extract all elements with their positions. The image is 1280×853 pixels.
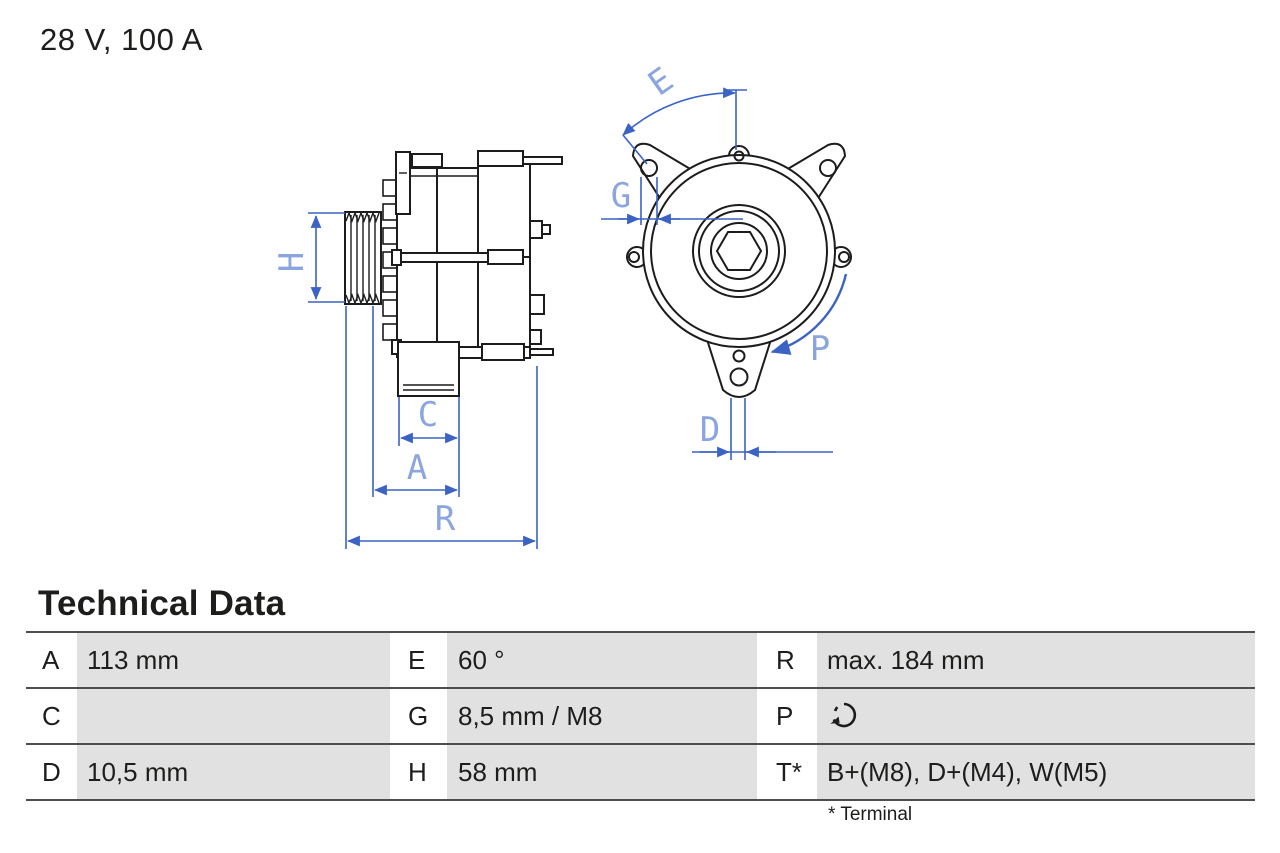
rear-stud-lower	[529, 294, 545, 315]
voltage-current-rating: 28 V, 100 A	[40, 22, 203, 57]
cell-value-R: max. 184 mm	[817, 631, 1255, 687]
rear-stud-upper	[529, 220, 543, 239]
cell-value-A: 113 mm	[77, 631, 390, 687]
shaft-hub	[692, 204, 786, 298]
dim-label-D: D	[700, 410, 720, 450]
rotation-direction-icon	[827, 698, 861, 734]
pulley-grooves-bottom	[345, 293, 380, 305]
pulley-grooves-top	[345, 211, 380, 223]
dim-label-A: A	[407, 448, 427, 488]
cell-label-C: C	[26, 687, 77, 743]
cell-label-A: A	[26, 631, 77, 687]
alternator-technical-drawing: H C A R E G D P	[272, 60, 852, 549]
dim-label-P: P	[810, 329, 830, 369]
side-view-alternator	[344, 150, 563, 397]
cell-value-E: 60 °	[447, 631, 757, 687]
technical-data-title: Technical Data	[38, 584, 286, 623]
cell-value-T: B+(M8), D+(M4), W(M5)	[817, 743, 1255, 799]
dim-label-C: C	[418, 395, 438, 435]
front-view-alternator	[626, 142, 852, 398]
dim-label-E: E	[641, 60, 681, 105]
cell-value-C	[77, 687, 390, 743]
fan-ribs	[382, 179, 398, 341]
cell-label-G: G	[390, 687, 447, 743]
dim-arc-E	[622, 87, 736, 136]
cell-label-H: H	[390, 743, 447, 799]
terminal-block	[395, 151, 411, 215]
cell-value-H: 58 mm	[447, 743, 757, 799]
cell-value-G: 8,5 mm / M8	[447, 687, 757, 743]
dim-label-G: G	[611, 176, 631, 216]
cell-label-P: P	[757, 687, 817, 743]
cell-value-D: 10,5 mm	[77, 743, 390, 799]
dim-label-R: R	[435, 499, 456, 539]
rotation-arrow	[770, 273, 848, 355]
ear-hole-left	[640, 159, 658, 177]
dimension-lines	[308, 87, 848, 549]
housing-outer-circle	[642, 154, 836, 348]
technical-data-table: A 113 mm E 60 ° R max. 184 mm C G 8,5 mm…	[26, 631, 1255, 801]
mounting-lug-bottom	[702, 329, 776, 398]
cell-label-D: D	[26, 743, 77, 799]
cell-label-E: E	[390, 631, 447, 687]
ear-hole-right	[819, 159, 837, 177]
terminal-footnote: * Terminal	[828, 804, 913, 825]
regulator-box	[397, 341, 460, 397]
dim-label-H: H	[272, 252, 312, 272]
cell-label-R: R	[757, 631, 817, 687]
shaft-hex-nut	[715, 231, 763, 271]
cell-label-T: T*	[757, 743, 817, 799]
cell-value-P	[817, 687, 1255, 743]
